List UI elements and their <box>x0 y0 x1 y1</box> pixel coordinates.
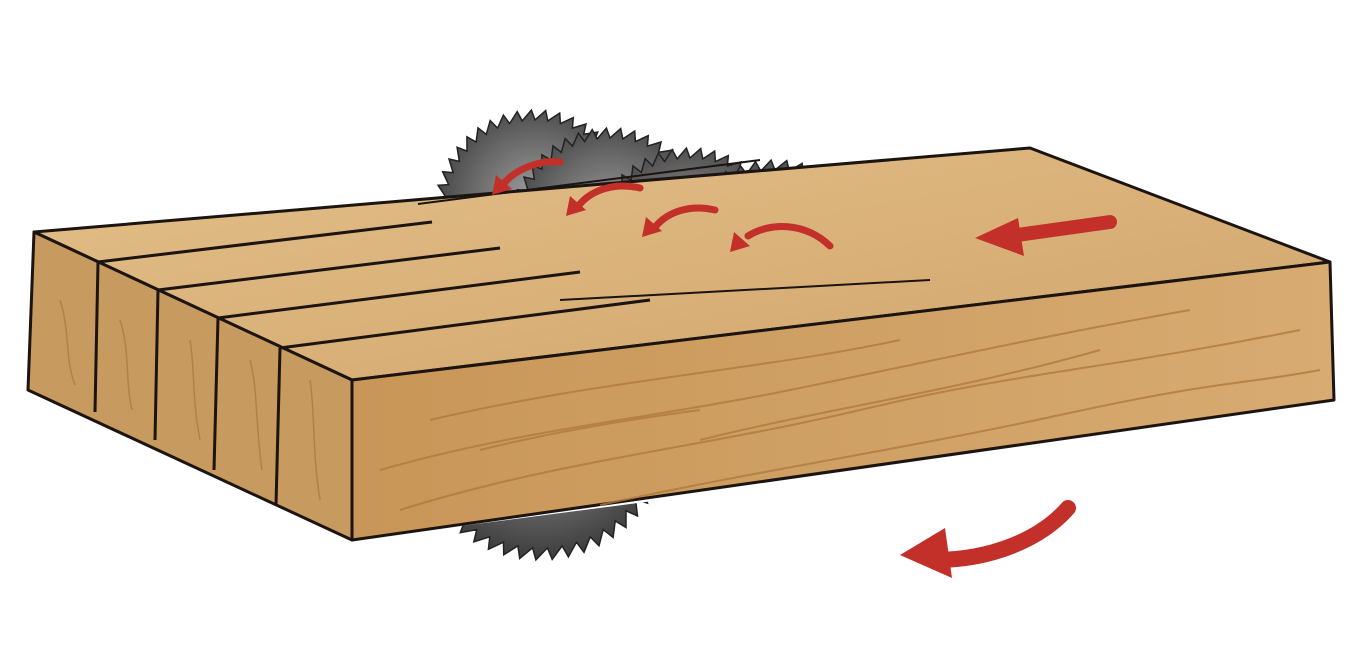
wood-grain <box>379 309 1321 511</box>
rotation-arrow-icon <box>492 158 564 195</box>
rotation-arrow-icon <box>566 182 644 216</box>
board-end-face <box>26 230 354 542</box>
wooden-board <box>26 146 1336 542</box>
rotation-arrow-icon <box>642 204 719 237</box>
blade-slot <box>417 159 931 301</box>
rotation-arrow-icon <box>730 223 834 252</box>
kerf-lines-top <box>97 220 651 350</box>
circular-saw-blade-icon <box>408 495 672 562</box>
rotation-arrows-group <box>492 158 834 252</box>
rotation-arrow-icon <box>900 500 1076 578</box>
feed-direction-arrow-icon <box>975 215 1117 256</box>
kerf-lines-end <box>93 261 282 506</box>
